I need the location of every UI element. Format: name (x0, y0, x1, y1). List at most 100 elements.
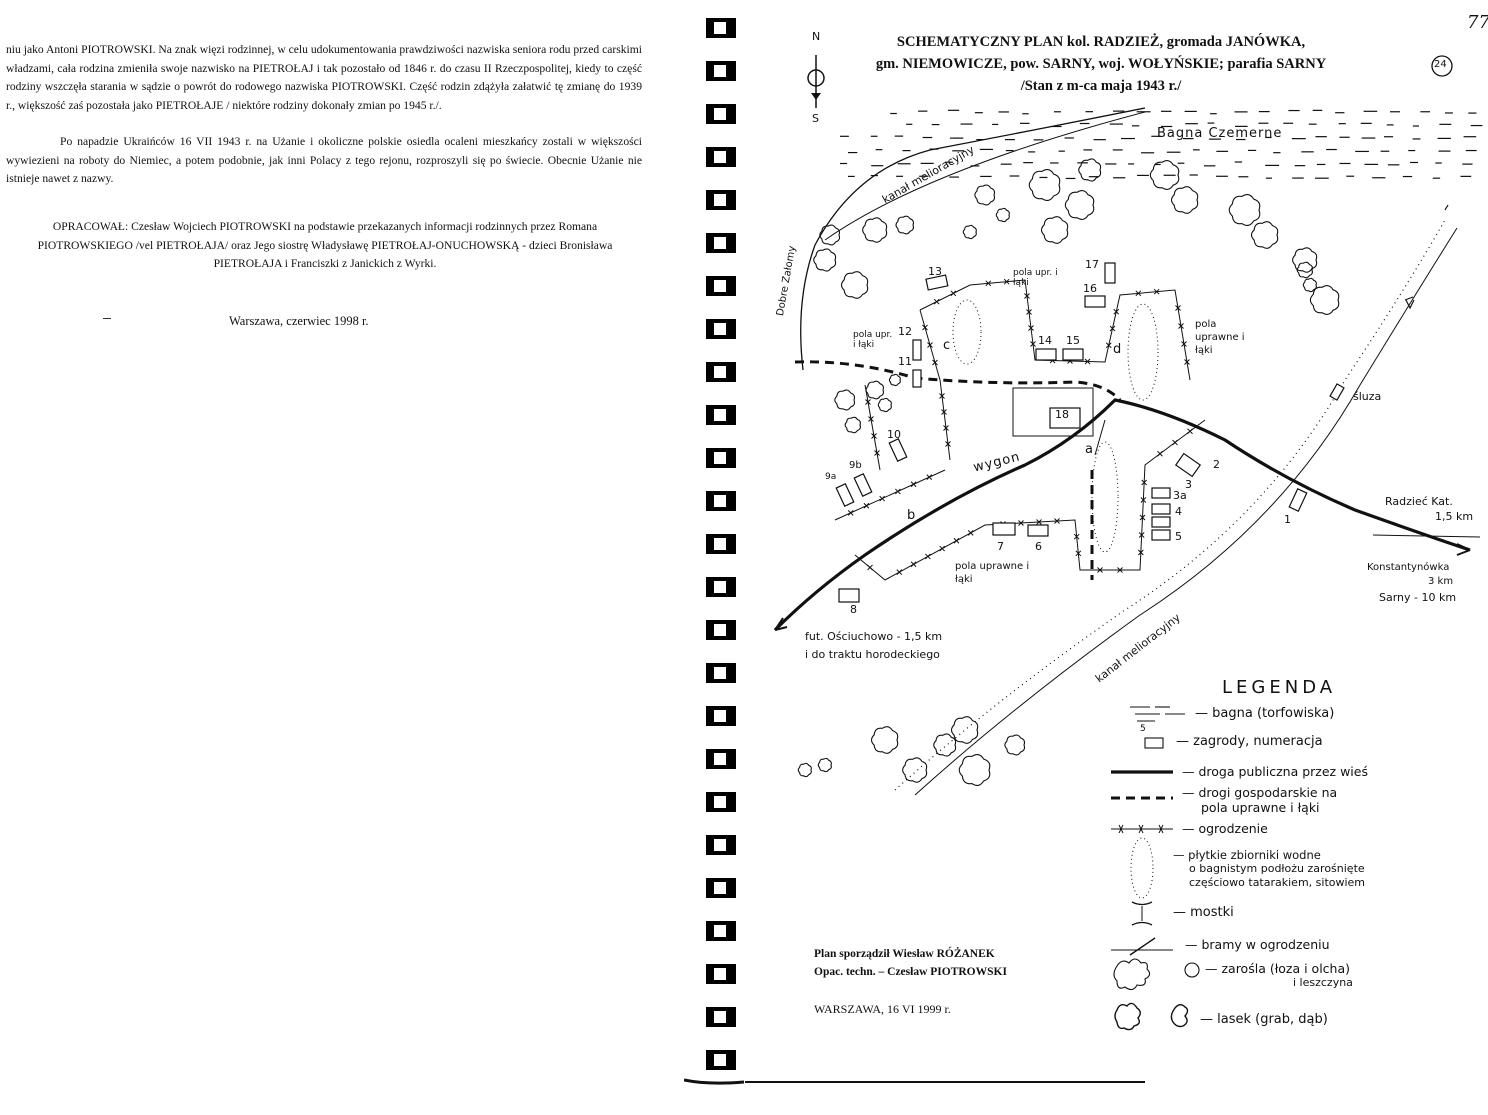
left-page: niu jako Antoni PIOTROWSKI. Na znak więz… (0, 0, 690, 1115)
shrub-icon (797, 762, 812, 778)
shrub-icon (865, 380, 884, 400)
legend-farm-number: 5 (1140, 724, 1146, 734)
road-edge (800, 107, 1146, 371)
legend-symbols (1111, 706, 1200, 1031)
shrub-icon (870, 726, 899, 754)
shrub-icon (1004, 734, 1026, 756)
shrub-icon (933, 733, 957, 757)
shrub-icon (817, 757, 832, 773)
shrub-icon (1296, 261, 1313, 279)
letter-b: b (907, 508, 917, 523)
legend-droga: — droga publiczna przez wieś (1182, 764, 1368, 779)
letter-c: c (943, 338, 952, 353)
legend-lasek: — lasek (grab, dąb) (1200, 1012, 1328, 1027)
shrub-icon (1170, 186, 1199, 214)
compass-south: S (812, 112, 819, 125)
farm-number-15: 15 (1066, 334, 1080, 347)
label-konstantynowka: Konstantynówka (1367, 562, 1450, 573)
page-number: 77 (1467, 12, 1488, 33)
label-radziec: Radzieć Kat. (1385, 495, 1453, 508)
public-road (773, 398, 1471, 632)
farm-number-9a: 9a (825, 472, 837, 482)
letter-a: a (1085, 442, 1094, 457)
farm-number-7: 7 (997, 540, 1004, 553)
label-fields-bottom: pola uprawne i łąki (955, 561, 1030, 585)
compass-north: N (812, 30, 821, 43)
farms (835, 262, 1345, 603)
legend-shrub-icon (1113, 958, 1151, 991)
farm-number-8: 8 (850, 603, 857, 616)
paragraph-2: Po napadzie Ukraińców 16 VII 1943 r. na … (6, 135, 642, 186)
shrub-icon (958, 753, 991, 787)
label-fields-left: pola upr. i łąki (853, 330, 893, 350)
label-bagna: Bagna Czemerne (1157, 126, 1283, 141)
shrub-icon (1028, 168, 1061, 202)
legend-title: LEGENDA (1222, 677, 1337, 698)
legend-fence-icon (1111, 824, 1173, 834)
shrub-icon (877, 397, 892, 413)
shrub-icon (1292, 247, 1318, 273)
shrub-icon (1250, 221, 1279, 249)
legend-drogi-1: — drogi gospodarskie na (1182, 785, 1338, 800)
shrub-icon (974, 184, 996, 206)
shrub-icon (995, 207, 1010, 223)
shrub-icon (834, 389, 856, 411)
farm-number-11: 11 (898, 355, 912, 368)
shrub-icon (902, 757, 928, 783)
canal-top (824, 111, 1146, 241)
separator-dash (103, 318, 111, 319)
village-map (745, 55, 1483, 1083)
map-place-date: WARSZAWA, 16 VI 1999 r. (814, 1002, 951, 1016)
shrub-icon (1302, 277, 1317, 293)
map-title-line-3: /Stan z m-ca maja 1943 r./ (1020, 78, 1182, 94)
map-title-line-1: SCHEMATYCZNY PLAN kol. RADZIEŻ, gromada … (896, 34, 1306, 50)
label-sarny: Sarny - 10 km (1379, 591, 1457, 604)
legend-bridge-icon (1131, 901, 1153, 926)
legend-gate-icon (1111, 937, 1173, 956)
shrub-icon (1309, 285, 1340, 315)
place-date: Warszawa, czerwiec 1998 r. (229, 314, 369, 328)
legend-farm-icon (1144, 737, 1164, 749)
pond-a (1091, 441, 1119, 553)
legend-zbiorniki-3: częściowo tatarakiem, sitowiem (1189, 876, 1366, 889)
shrub-icon (895, 215, 914, 235)
legend-zagrody: — zagrody, numeracja (1176, 734, 1323, 749)
author-line-1: Plan sporządził Wiesław RÓŻANEK (814, 948, 995, 960)
canal-bottom-edge (914, 227, 1458, 796)
shrub-icon (962, 224, 977, 240)
author-line-2: Opac. techn. – Czesław PIOTROWSKI (814, 966, 1007, 978)
circle-badge (1431, 55, 1453, 77)
paragraph-1: niu jako Antoni PIOTROWSKI. Na znak więz… (6, 43, 642, 113)
legend-grove-icon (1114, 1002, 1141, 1031)
shrub-icon (844, 416, 861, 434)
label-konstantynowka-km: 3 km (1428, 576, 1454, 587)
canal-bottom (894, 219, 1446, 791)
shrub-icon (1064, 190, 1095, 220)
legend-bagna: — bagna (torfowiska) (1195, 706, 1335, 721)
spiral-binding (684, 18, 744, 1085)
legend-zbiorniki-2: o bagnistym podłożu zarośnięte (1189, 862, 1365, 875)
label-radziec-km: 1,5 km (1435, 510, 1474, 523)
farm-number-5: 5 (1175, 530, 1182, 543)
circle-number: 24 (1434, 59, 1447, 70)
label-futor: fut. Ościuchowo - 1,5 km (805, 630, 943, 643)
farm-number-17: 17 (1085, 258, 1099, 271)
shrub-icon (1149, 160, 1180, 190)
farm-road (794, 360, 1122, 402)
legend-drogi-2: pola uprawne i łąki (1201, 800, 1320, 815)
farm-number-2: 2 (1213, 458, 1220, 471)
road-branch (1372, 534, 1481, 538)
shrub-icon (1228, 193, 1261, 227)
farm-number-16: 16 (1083, 282, 1097, 295)
pond-d (1127, 303, 1159, 401)
farm-number-3: 3 (1185, 478, 1192, 491)
legend-zarosla-1: — zarośla (łoza i olcha) (1205, 961, 1350, 976)
shrub-icon (819, 224, 841, 246)
map-title-line-2: gm. NIEMOWICZE, pow. SARNY, woj. WOŁYŃSK… (875, 56, 1327, 72)
farm-number-6: 6 (1035, 540, 1042, 553)
shrub-icon (1078, 158, 1102, 182)
legend-ogrodzenie: — ogrodzenie (1182, 821, 1268, 836)
label-sluza: śluza (1353, 390, 1382, 403)
farm-number-12: 12 (898, 325, 912, 338)
farm-number-10: 10 (887, 428, 901, 441)
